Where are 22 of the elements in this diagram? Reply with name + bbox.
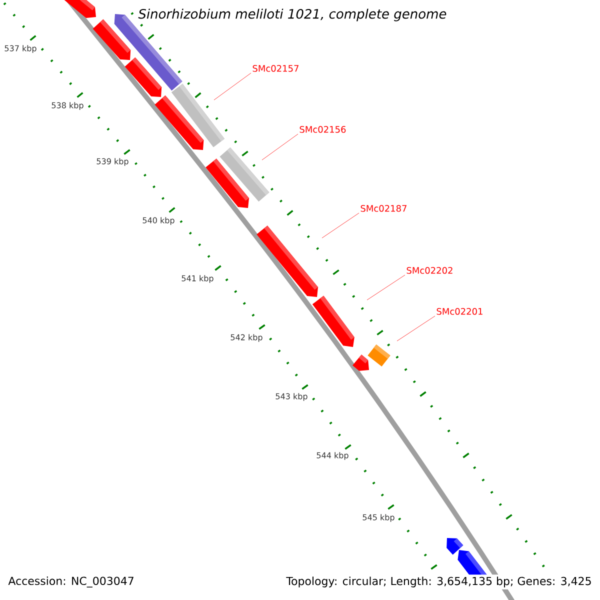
summary-text: Topology: circular; Length: 3,654,135 bp; Genes: 3,425 [284, 574, 594, 590]
scale-label: 541 kbp [182, 275, 214, 283]
gene-label: SMc02156 [300, 126, 346, 133]
scale-label: 537 kbp [4, 45, 36, 53]
scale-label: 543 kbp [276, 393, 308, 401]
scale-label: 540 kbp [142, 217, 174, 225]
scale-label: 545 kbp [362, 514, 394, 522]
scale-label: 542 kbp [230, 334, 262, 342]
gene-label: SMc02202 [406, 267, 452, 274]
leader-line [262, 134, 298, 160]
map-title: Sinorhizobium meliloti 1021, complete genome [138, 8, 446, 22]
scale-label: 539 kbp [96, 158, 128, 166]
leader-line [322, 212, 360, 238]
scale-label: 538 kbp [52, 102, 84, 110]
leader-line [214, 72, 252, 100]
gene-label: SMc02157 [252, 65, 298, 72]
leader-line [396, 316, 436, 342]
accession-text: Accession: NC_003047 [6, 574, 136, 590]
leader-line [366, 274, 406, 300]
gene-label: SMc02187 [360, 205, 406, 212]
scale-label: 544 kbp [316, 452, 348, 460]
gene-label: SMc02201 [436, 308, 482, 315]
